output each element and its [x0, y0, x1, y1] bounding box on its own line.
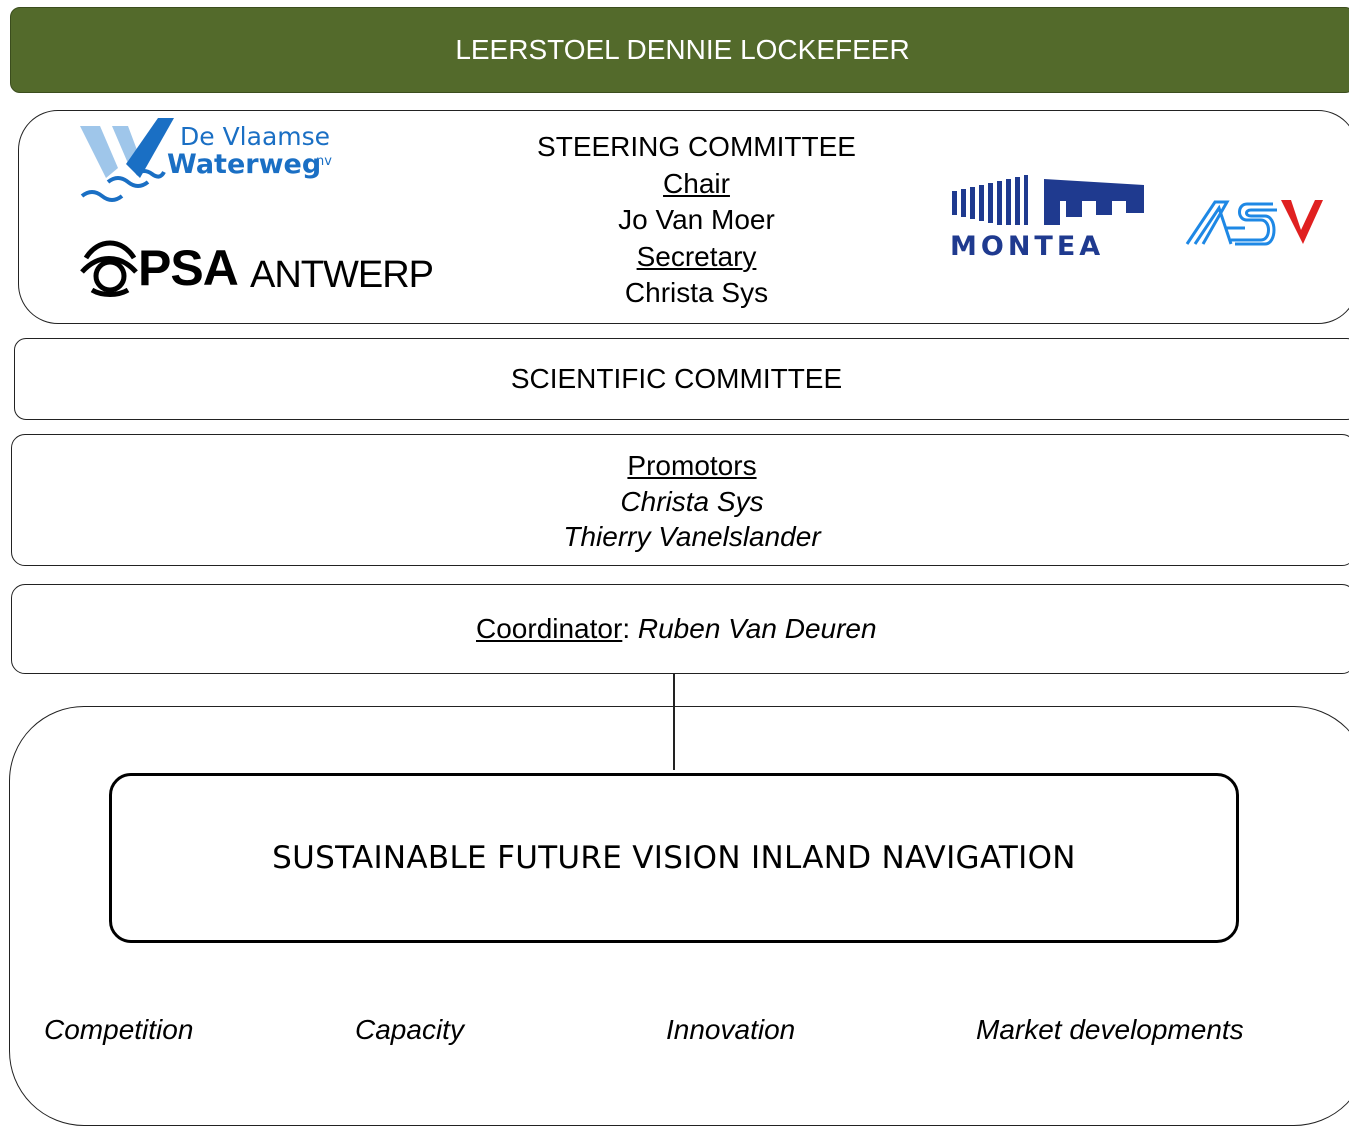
waterweg-emblem-icon — [80, 118, 174, 202]
secretary-label: Secretary — [636, 240, 757, 272]
coordinator-line: Coordinator: Ruben Van Deuren — [476, 613, 877, 645]
steering-committee-text: STEERING COMMITTEE Chair Jo Van Moer Sec… — [464, 129, 929, 312]
promotor-name: Christa Sys — [620, 485, 764, 517]
coordinator-separator: : — [622, 613, 638, 644]
project-title: SUSTAINABLE FUTURE VISION INLAND NAVIGAT… — [272, 840, 1076, 876]
connector-line — [673, 674, 675, 770]
secretary-name: Christa Sys — [624, 277, 769, 308]
psa-text: PSA — [138, 240, 239, 296]
promotors-text: Promotors Christa Sys Thierry Vanelsland… — [492, 448, 892, 555]
montea-logo: MONTEA — [950, 175, 1150, 265]
psa-antwerp-logo: PSA ANTWERP — [78, 236, 434, 300]
vlaamse-text-line2: Waterweg — [167, 149, 322, 180]
promotors-label: Promotors — [627, 450, 757, 481]
asv-logo — [1185, 196, 1325, 248]
de-vlaamse-waterweg-logo: De Vlaamse Waterweg nv — [78, 116, 343, 206]
chair-name: Jo Van Moer — [618, 204, 775, 235]
chair-title-bar: LEERSTOEL DENNIE LOCKEFEER — [10, 7, 1349, 93]
vlaamse-text-line1: De Vlaamse — [180, 122, 331, 151]
theme-market-developments: Market developments — [976, 1014, 1244, 1045]
montea-text: MONTEA — [950, 231, 1105, 262]
vlaamse-text-suffix: nv — [316, 154, 332, 169]
theme-competition: Competition — [44, 1014, 194, 1045]
scientific-committee-box: SCIENTIFIC COMMITTEE — [14, 338, 1349, 420]
montea-emblem-icon — [952, 175, 1144, 225]
psa-city-text: ANTWERP — [250, 254, 434, 296]
promotor-name: Thierry Vanelslander — [563, 521, 821, 552]
asv-emblem-icon — [1185, 200, 1323, 246]
chair-label: Chair — [663, 167, 730, 199]
project-title-box: SUSTAINABLE FUTURE VISION INLAND NAVIGAT… — [109, 773, 1239, 943]
promotors-box: Promotors Christa Sys Thierry Vanelsland… — [11, 434, 1349, 566]
coordinator-label: Coordinator — [476, 613, 623, 644]
steering-committee-title: STEERING COMMITTEE — [537, 131, 856, 162]
steering-committee-box: STEERING COMMITTEE Chair Jo Van Moer Sec… — [18, 110, 1349, 324]
coordinator-name: Ruben Van Deuren — [637, 613, 877, 644]
coordinator-box: Coordinator: Ruben Van Deuren — [11, 584, 1349, 674]
theme-capacity: Capacity — [355, 1014, 464, 1045]
theme-innovation: Innovation — [666, 1014, 796, 1045]
psa-emblem-icon — [80, 240, 138, 297]
scientific-committee-title: SCIENTIFIC COMMITTEE — [510, 363, 843, 394]
chair-title: LEERSTOEL DENNIE LOCKEFEER — [455, 34, 910, 65]
